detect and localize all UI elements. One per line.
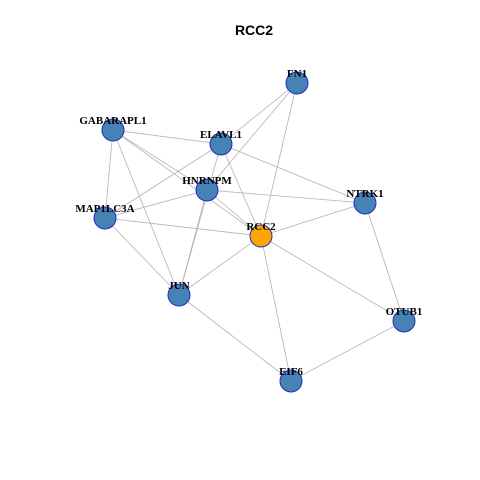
node-eif6[interactable] [279,369,303,393]
edge-gabarapl1-jun [112,129,180,296]
edge-elavl1-map1lc3a [104,143,222,219]
node-label-eif6: EIF6 [279,366,303,378]
node-hnrnpm[interactable] [195,178,219,202]
edge-rcc2-eif6 [260,235,292,382]
node-label-gabarapl1: GABARAPL1 [79,115,146,127]
edge-hnrnpm-map1lc3a [104,189,208,219]
edge-layer [104,82,405,382]
edge-gabarapl1-rcc2 [112,129,262,237]
edge-hnrnpm-jun [178,189,208,296]
node-fn1[interactable] [285,71,309,95]
edge-otub1-eif6 [290,320,405,382]
node-label-ntrk1: NTRK1 [346,188,383,200]
node-label-fn1: FN1 [287,68,307,80]
edge-hnrnpm-ntrk1 [206,189,366,204]
edge-hnrnpm-rcc2 [206,189,262,237]
edge-elavl1-ntrk1 [220,143,366,204]
node-label-elavl1: ELAVL1 [200,129,242,141]
edge-fn1-elavl1 [220,82,298,145]
node-map1lc3a[interactable] [93,206,117,230]
node-layer [93,71,416,393]
edge-map1lc3a-jun [104,217,180,296]
node-label-otub1: OTUB1 [386,306,423,318]
edge-ntrk1-rcc2 [260,202,366,237]
edge-gabarapl1-map1lc3a [104,129,114,219]
node-elavl1[interactable] [209,132,233,156]
edge-elavl1-rcc2 [220,143,262,237]
edge-rcc2-otub1 [260,235,405,322]
node-jun[interactable] [167,283,191,307]
edge-rcc2-jun [178,235,262,296]
diagram-title: RCC2 [235,22,273,38]
edge-ntrk1-otub1 [364,202,405,322]
node-gabarapl1[interactable] [101,118,125,142]
node-label-hnrnpm: HNRNPM [182,175,232,187]
node-label-rcc2: RCC2 [246,221,276,233]
edge-gabarapl1-hnrnpm [112,129,208,191]
edge-jun-eif6 [178,294,292,382]
edge-map1lc3a-rcc2 [104,217,262,237]
node-label-jun: JUN [168,280,189,292]
node-label-map1lc3a: MAP1LC3A [75,203,134,215]
node-rcc2[interactable] [249,224,273,248]
edge-gabarapl1-elavl1 [112,129,222,145]
edge-fn1-hnrnpm [206,82,298,191]
node-ntrk1[interactable] [353,191,377,215]
node-otub1[interactable] [392,309,416,333]
edge-fn1-rcc2 [260,82,298,237]
